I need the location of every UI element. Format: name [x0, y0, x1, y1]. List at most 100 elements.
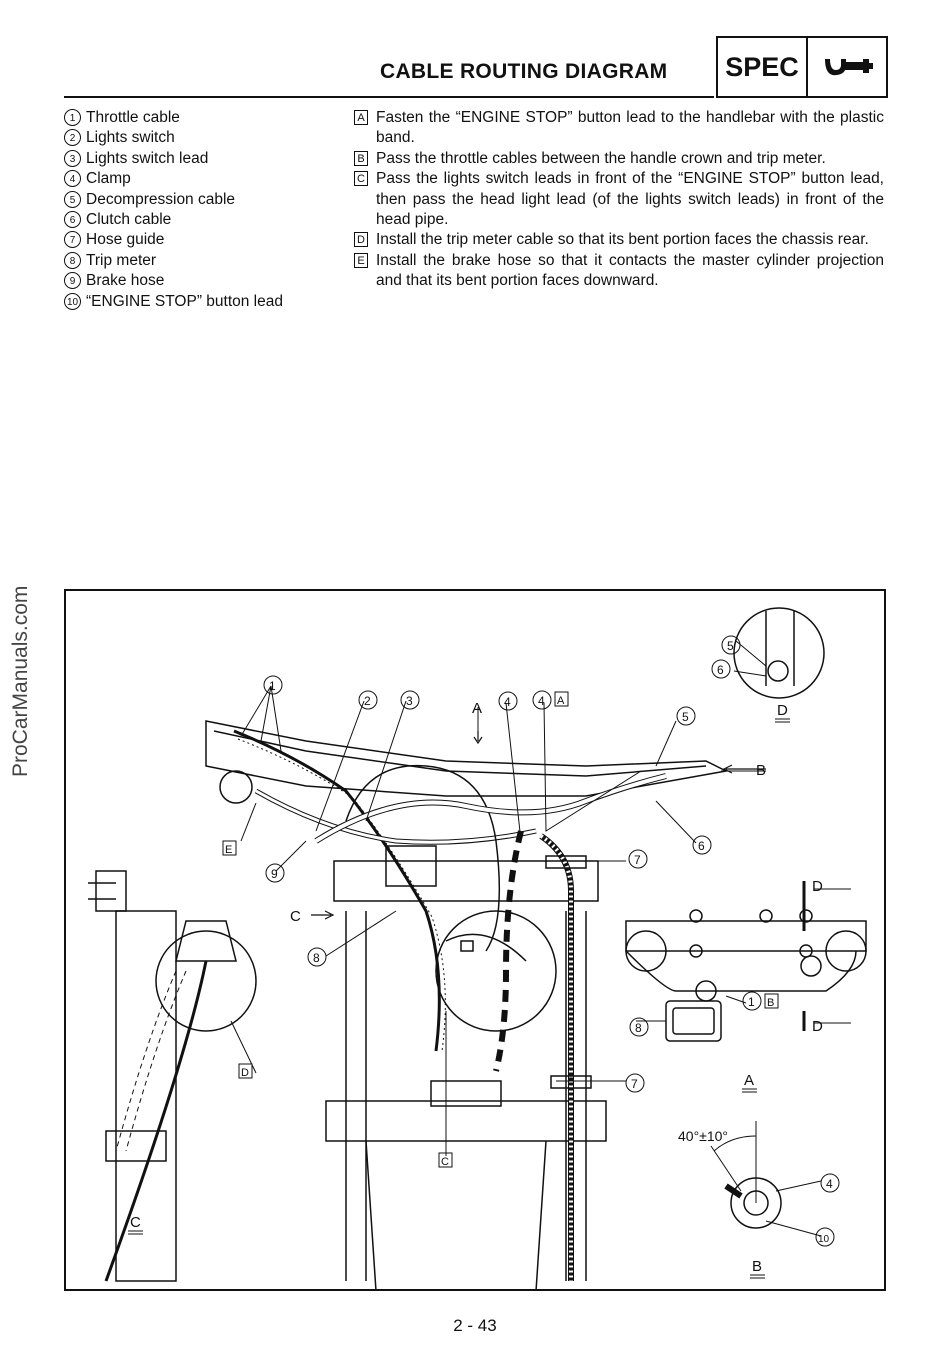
list-item: 4 Clamp: [64, 169, 344, 189]
note-letter: C: [354, 171, 368, 187]
svg-text:1: 1: [269, 679, 276, 693]
part-label: Hose guide: [86, 231, 165, 249]
svg-text:9: 9: [271, 867, 278, 881]
callout-number: 3: [64, 149, 81, 167]
callout-number: 7: [64, 231, 81, 249]
box-d: D: [238, 1063, 253, 1079]
watermark: ProCarManuals.com: [9, 585, 32, 777]
svg-text:C: C: [290, 908, 301, 925]
svg-text:2: 2: [364, 694, 371, 708]
callout-2: 2: [358, 690, 378, 710]
detail-b: [710, 1121, 822, 1237]
box-c: C: [438, 1152, 453, 1168]
callout-number: 5: [64, 190, 81, 208]
part-label: Brake hose: [86, 272, 165, 290]
page-title: CABLE ROUTING DIAGRAM: [380, 60, 668, 83]
callout-4: 4: [498, 691, 518, 711]
spec-label: SPEC: [725, 51, 799, 82]
part-label: Lights switch: [86, 129, 175, 147]
svg-text:8: 8: [313, 951, 320, 965]
svg-text:7: 7: [631, 1077, 638, 1091]
svg-text:D: D: [241, 1067, 249, 1079]
callout-9: 9: [265, 863, 285, 883]
view-arrows: [311, 731, 766, 920]
part-label: Decompression cable: [86, 190, 236, 208]
cable-routing-drawing: 1 2 3 4 4 A 5 6 5 6 7 7 8 8 9 1 B 4 10 E…: [88, 607, 867, 1289]
svg-text:D: D: [812, 878, 823, 895]
svg-text:C: C: [130, 1214, 141, 1231]
list-item: 8 Trip meter: [64, 251, 344, 271]
svg-text:6: 6: [717, 663, 724, 677]
list-item: 1 Throttle cable: [64, 108, 344, 128]
note-text: Pass the lights switch leads in front of…: [376, 170, 884, 229]
part-label: Clutch cable: [86, 211, 172, 229]
part-label: Throttle cable: [86, 109, 180, 126]
leader-lines: [240, 685, 766, 1156]
callout-3: 3: [400, 690, 420, 710]
box-e: E: [222, 840, 237, 856]
part-label: “ENGINE STOP” button lead: [86, 292, 283, 310]
view-labels: A B C D D D A C B 40°±10°: [130, 700, 823, 1275]
svg-text:4: 4: [826, 1177, 833, 1191]
callout-1: 1: [263, 675, 283, 695]
steering-head: [325, 830, 607, 1289]
detail-a: [625, 881, 867, 1042]
note-letter: D: [354, 232, 368, 248]
wrench-icon-box: [806, 36, 888, 98]
svg-text:D: D: [812, 1018, 823, 1035]
handlebar: [205, 720, 729, 797]
note-letter: A: [354, 110, 368, 125]
callout-8: 8: [307, 947, 327, 967]
svg-text:8: 8: [635, 1021, 642, 1035]
svg-text:B: B: [756, 762, 766, 779]
svg-text:C: C: [441, 1156, 449, 1168]
note-text: Install the trip meter cable so that its…: [376, 231, 869, 249]
throttle-cable: [233, 729, 446, 1052]
note-item: A Fasten the “ENGINE STOP” button lead to…: [354, 108, 884, 149]
svg-text:B: B: [767, 997, 774, 1009]
svg-text:5: 5: [727, 639, 734, 653]
list-item: 10“ENGINE STOP” button lead: [64, 292, 344, 312]
callout-number: 6: [64, 211, 81, 229]
note-item: D Install the trip meter cable so that it…: [354, 230, 884, 250]
svg-text:4: 4: [538, 694, 545, 708]
svg-text:A: A: [472, 700, 482, 717]
svg-text:5: 5: [682, 710, 689, 724]
svg-text:10: 10: [818, 1234, 830, 1245]
list-item: 5 Decompression cable: [64, 190, 344, 210]
svg-text:A: A: [744, 1072, 754, 1089]
part-label: Trip meter: [86, 251, 157, 269]
svg-text:E: E: [225, 844, 232, 856]
brake-hose: [219, 770, 537, 845]
detail-d: [733, 607, 825, 699]
list-item: 7 Hose guide: [64, 230, 344, 250]
callout-number: 4: [64, 170, 81, 188]
callout-1b: 1 B: [742, 991, 779, 1011]
note-letter: E: [354, 252, 368, 268]
svg-text:B: B: [752, 1258, 762, 1275]
callout-number: 8: [64, 251, 81, 269]
svg-text:40°±10°: 40°±10°: [678, 1128, 728, 1144]
svg-text:3: 3: [406, 694, 413, 708]
part-label: Lights switch lead: [86, 149, 209, 167]
callout-10: 10: [815, 1227, 835, 1247]
note-text: Fasten the “ENGINE STOP” button lead to …: [376, 109, 884, 147]
svg-text:6: 6: [698, 839, 705, 853]
note-letter: B: [354, 150, 368, 166]
spec-badge: SPEC: [716, 36, 808, 98]
svg-text:4: 4: [504, 695, 511, 709]
cable-routing-figure: 1 2 3 4 4 A 5 6 5 6 7 7 8 8 9 1 B 4 10 E…: [64, 589, 886, 1291]
callout-number: 1: [64, 109, 81, 126]
list-item: 6 Clutch cable: [64, 210, 344, 230]
callout-7: 7: [628, 849, 648, 869]
part-label: Clamp: [86, 170, 131, 188]
callout-7b: 7: [625, 1073, 645, 1093]
callout-number: 9: [64, 272, 81, 290]
detail-c: [88, 870, 257, 1282]
callout-labels: 1 2 3 4 4 A 5 6 5 6 7 7 8 8 9 1 B 4 10 E…: [222, 635, 840, 1247]
svg-text:D: D: [777, 702, 788, 719]
